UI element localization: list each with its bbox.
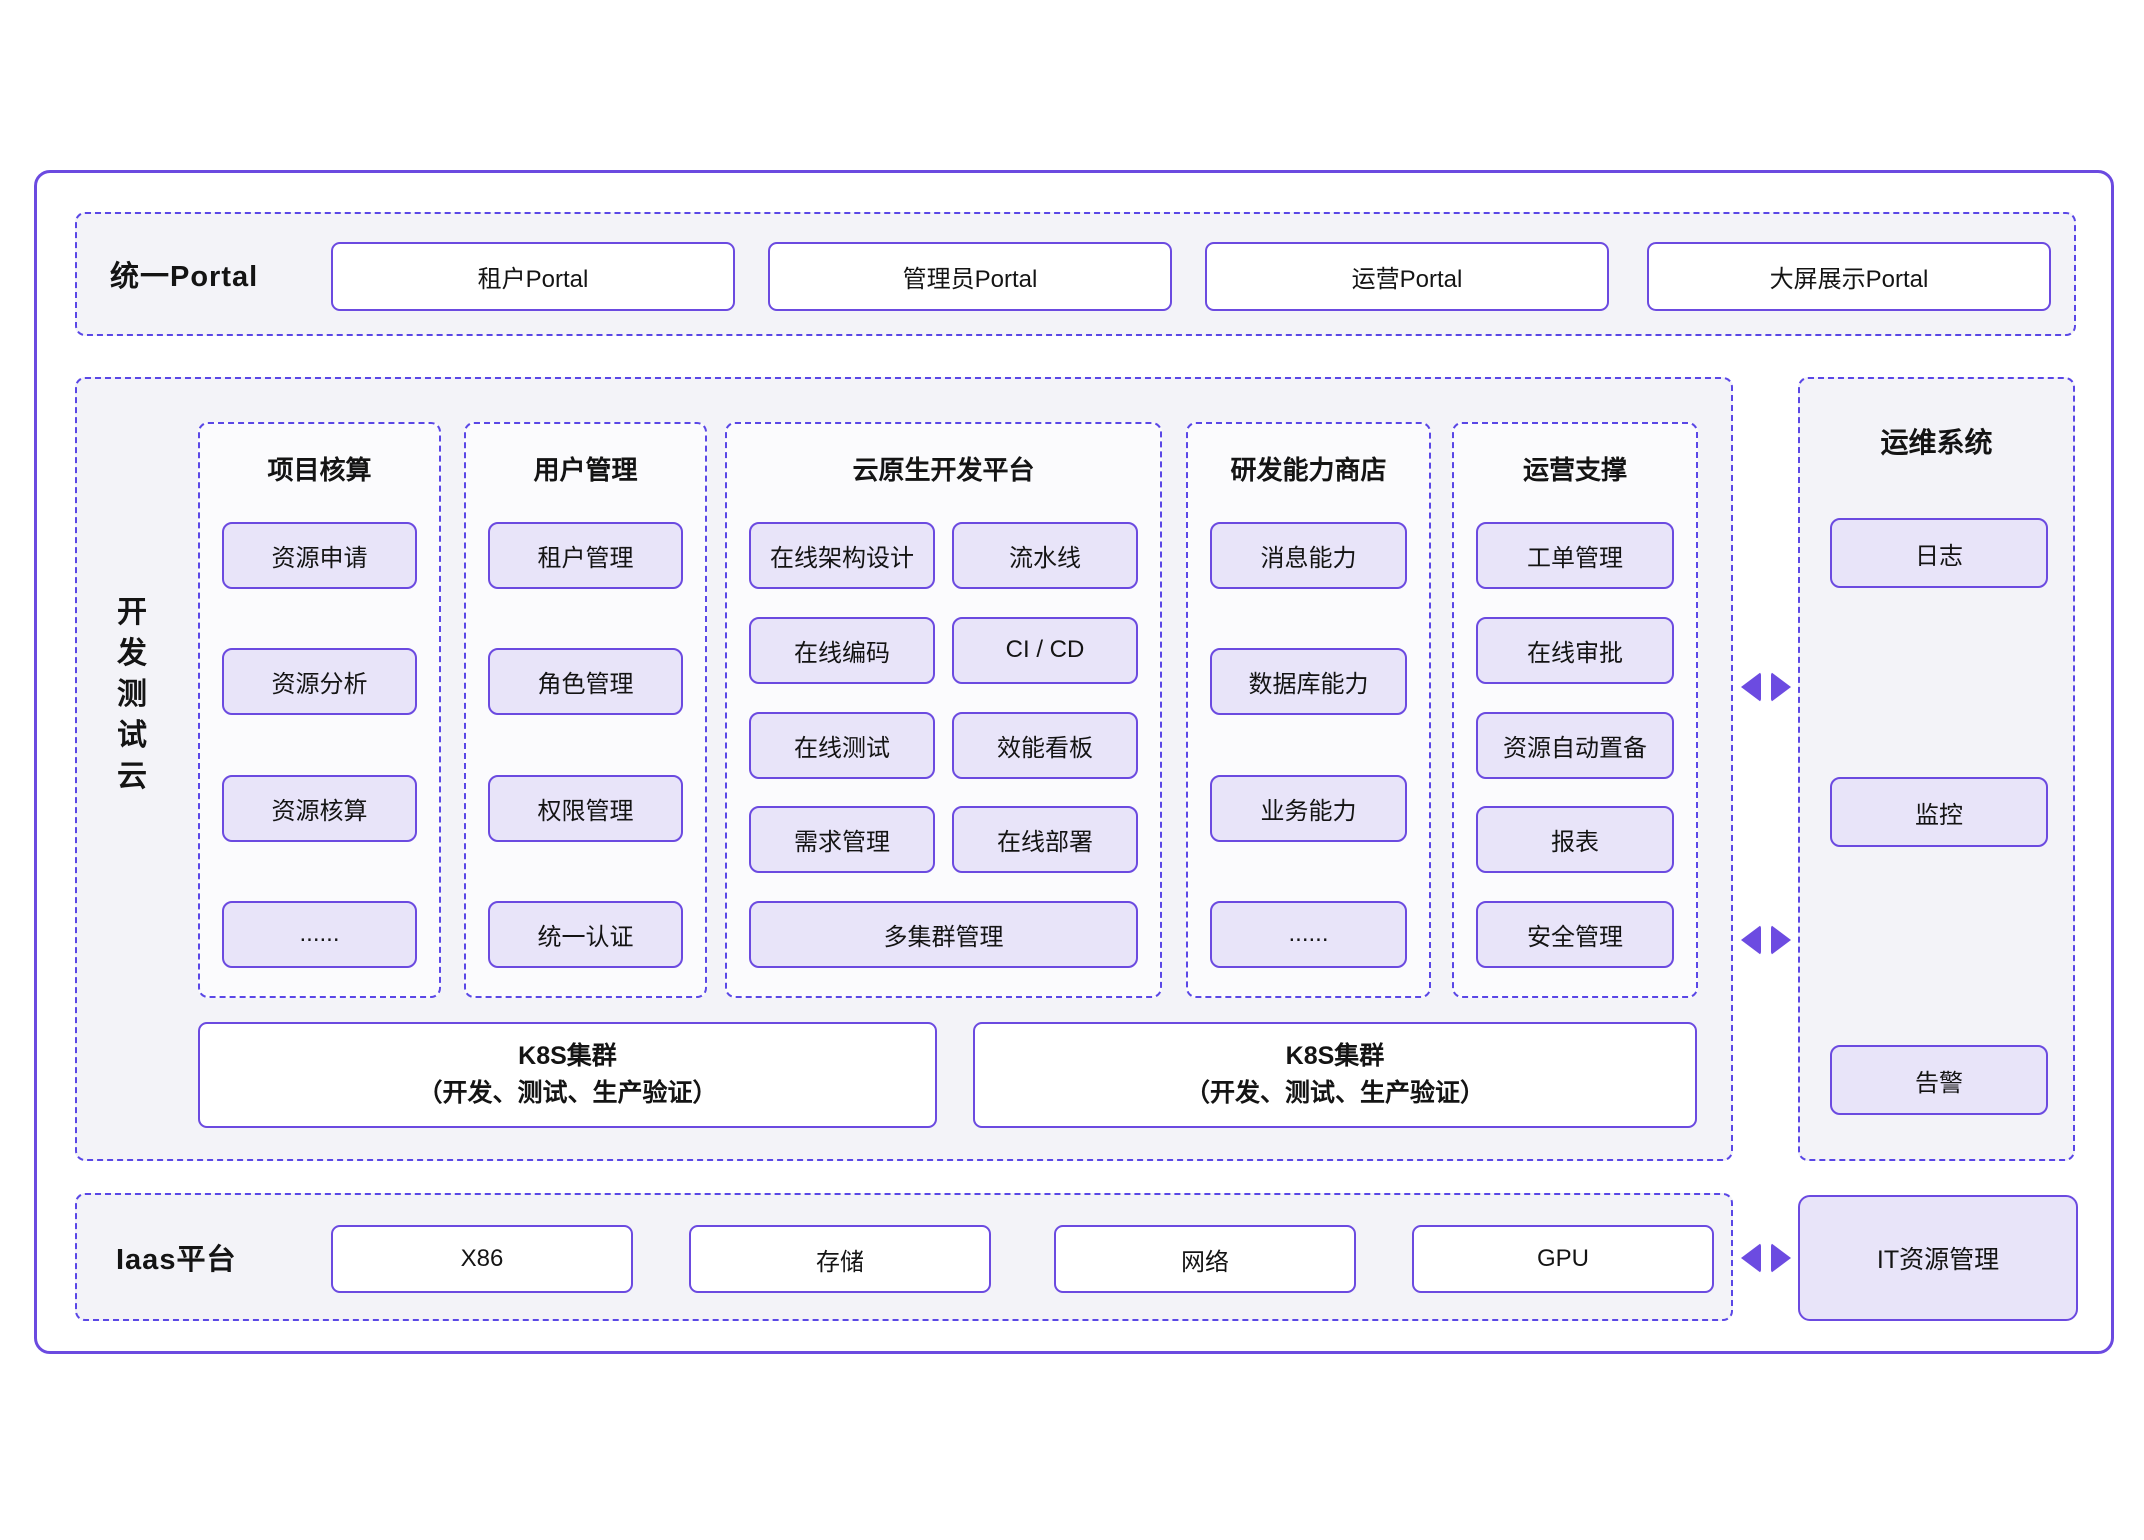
left-arrow-icon bbox=[1741, 925, 1761, 955]
module-chip: 流水线 bbox=[952, 522, 1138, 589]
vlabel-char: 云 bbox=[117, 760, 147, 793]
column-pills: 消息能力 数据库能力 业务能力 ...... bbox=[1210, 522, 1407, 968]
k8s-cluster-box: K8S集群 （开发、测试、生产验证） bbox=[973, 1022, 1697, 1128]
right-arrow-icon bbox=[1771, 672, 1791, 702]
chip-row: 需求管理 在线部署 bbox=[749, 806, 1138, 874]
column-title: 项目核算 bbox=[267, 455, 372, 485]
ops-system-panel: 运维系统 日志 监控 告警 bbox=[1798, 377, 2075, 1161]
module-chip: 资源分析 bbox=[222, 648, 417, 716]
k8s-cluster-subtitle: （开发、测试、生产验证） bbox=[1184, 1079, 1485, 1107]
iaas-box-gpu: GPU bbox=[1412, 1225, 1714, 1293]
portal-box-tenant: 租户Portal bbox=[331, 242, 735, 311]
module-chip: 安全管理 bbox=[1476, 901, 1674, 968]
module-chip: 统一认证 bbox=[488, 900, 683, 968]
module-chip: 在线部署 bbox=[952, 806, 1138, 874]
portal-box-ops: 运营Portal bbox=[1205, 242, 1609, 311]
dev-test-cloud-section: 开 发 测 试 云 项目核算 资源申请 资源分析 资源核算 ...... 用户管… bbox=[75, 377, 1733, 1161]
chip-row: 在线编码 CI / CD bbox=[749, 616, 1138, 684]
k8s-cluster-title: K8S集群 bbox=[1285, 1042, 1385, 1070]
exchange-arrows-icon bbox=[1741, 925, 1791, 955]
column-cloud-native-dev-platform: 云原生开发平台 在线架构设计 流水线 在线编码 CI / CD 在线测试 效能看… bbox=[725, 422, 1162, 998]
unified-portal-section: 统一Portal 租户Portal 管理员Portal 运营Portal 大屏展… bbox=[75, 212, 2076, 336]
module-chip: 报表 bbox=[1476, 806, 1674, 874]
module-chip: 在线编码 bbox=[749, 616, 935, 684]
ops-chip-alert: 告警 bbox=[1830, 1045, 2048, 1115]
module-chip: 工单管理 bbox=[1476, 522, 1674, 589]
column-operation-support: 运营支撑 工单管理 在线审批 资源自动置备 报表 安全管理 bbox=[1452, 422, 1698, 998]
exchange-arrows-icon bbox=[1741, 672, 1791, 702]
module-chip: 需求管理 bbox=[749, 806, 935, 874]
iaas-box-x86: X86 bbox=[331, 1225, 633, 1293]
column-pills: 工单管理 在线审批 资源自动置备 报表 安全管理 bbox=[1476, 522, 1674, 968]
right-arrow-icon bbox=[1771, 1243, 1791, 1273]
portal-box-admin: 管理员Portal bbox=[768, 242, 1172, 311]
exchange-arrows-icon bbox=[1741, 1243, 1791, 1273]
module-chip: CI / CD bbox=[952, 616, 1138, 684]
column-title: 云原生开发平台 bbox=[852, 455, 1035, 485]
module-chip: 资源核算 bbox=[222, 774, 417, 842]
architecture-diagram-frame: 统一Portal 租户Portal 管理员Portal 运营Portal 大屏展… bbox=[34, 170, 2114, 1354]
left-arrow-icon bbox=[1741, 1243, 1761, 1273]
module-chip: 消息能力 bbox=[1210, 522, 1407, 589]
column-rd-capability-store: 研发能力商店 消息能力 数据库能力 业务能力 ...... bbox=[1186, 422, 1431, 998]
iaas-platform-label: Iaas平台 bbox=[116, 1244, 237, 1276]
unified-portal-label: 统一Portal bbox=[110, 261, 259, 293]
column-title: 运营支撑 bbox=[1522, 455, 1627, 485]
vlabel-char: 测 bbox=[117, 678, 147, 711]
module-chip: 资源自动置备 bbox=[1476, 711, 1674, 779]
vlabel-char: 试 bbox=[117, 719, 147, 752]
ops-chip-log: 日志 bbox=[1830, 518, 2048, 588]
column-title: 研发能力商店 bbox=[1230, 455, 1387, 485]
column-user-management: 用户管理 租户管理 角色管理 权限管理 统一认证 bbox=[464, 422, 707, 998]
module-chip-ellipsis: ...... bbox=[1210, 900, 1407, 968]
module-chip: 在线审批 bbox=[1476, 616, 1674, 684]
module-chip: 数据库能力 bbox=[1210, 648, 1407, 716]
chip-row: 在线架构设计 流水线 bbox=[749, 522, 1138, 589]
iaas-platform-section: Iaas平台 X86 存储 网络 GPU bbox=[75, 1193, 1733, 1321]
column-pills: 在线架构设计 流水线 在线编码 CI / CD 在线测试 效能看板 需求管理 在… bbox=[749, 522, 1138, 968]
column-project-accounting: 项目核算 资源申请 资源分析 资源核算 ...... bbox=[198, 422, 441, 998]
module-chip: 资源申请 bbox=[222, 522, 417, 589]
vlabel-char: 开 bbox=[117, 596, 147, 629]
k8s-cluster-subtitle: （开发、测试、生产验证） bbox=[417, 1079, 718, 1107]
left-arrow-icon bbox=[1741, 672, 1761, 702]
ops-chip-monitor: 监控 bbox=[1830, 777, 2048, 847]
k8s-cluster-box: K8S集群 （开发、测试、生产验证） bbox=[198, 1022, 937, 1128]
module-chip-wide: 多集群管理 bbox=[749, 901, 1138, 968]
module-chip-ellipsis: ...... bbox=[222, 900, 417, 968]
iaas-box-network: 网络 bbox=[1054, 1225, 1356, 1293]
it-resource-management-box: IT资源管理 bbox=[1798, 1195, 2078, 1321]
portal-box-bigscreen: 大屏展示Portal bbox=[1647, 242, 2051, 311]
module-chip: 在线架构设计 bbox=[749, 522, 935, 589]
module-chip: 效能看板 bbox=[952, 711, 1138, 779]
ops-system-title: 运维系统 bbox=[1880, 427, 1993, 458]
module-chip: 租户管理 bbox=[488, 522, 683, 589]
module-chip: 在线测试 bbox=[749, 711, 935, 779]
vlabel-char: 发 bbox=[117, 637, 147, 670]
chip-row: 在线测试 效能看板 bbox=[749, 711, 1138, 779]
iaas-box-storage: 存储 bbox=[689, 1225, 991, 1293]
k8s-cluster-title: K8S集群 bbox=[518, 1042, 617, 1070]
column-title: 用户管理 bbox=[533, 455, 638, 485]
column-pills: 租户管理 角色管理 权限管理 统一认证 bbox=[488, 522, 683, 968]
module-chip: 角色管理 bbox=[488, 648, 683, 716]
module-chip: 权限管理 bbox=[488, 774, 683, 842]
right-arrow-icon bbox=[1771, 925, 1791, 955]
column-pills: 资源申请 资源分析 资源核算 ...... bbox=[222, 522, 417, 968]
module-chip: 业务能力 bbox=[1210, 774, 1407, 842]
dev-test-cloud-vertical-label: 开 发 测 试 云 bbox=[102, 592, 162, 797]
